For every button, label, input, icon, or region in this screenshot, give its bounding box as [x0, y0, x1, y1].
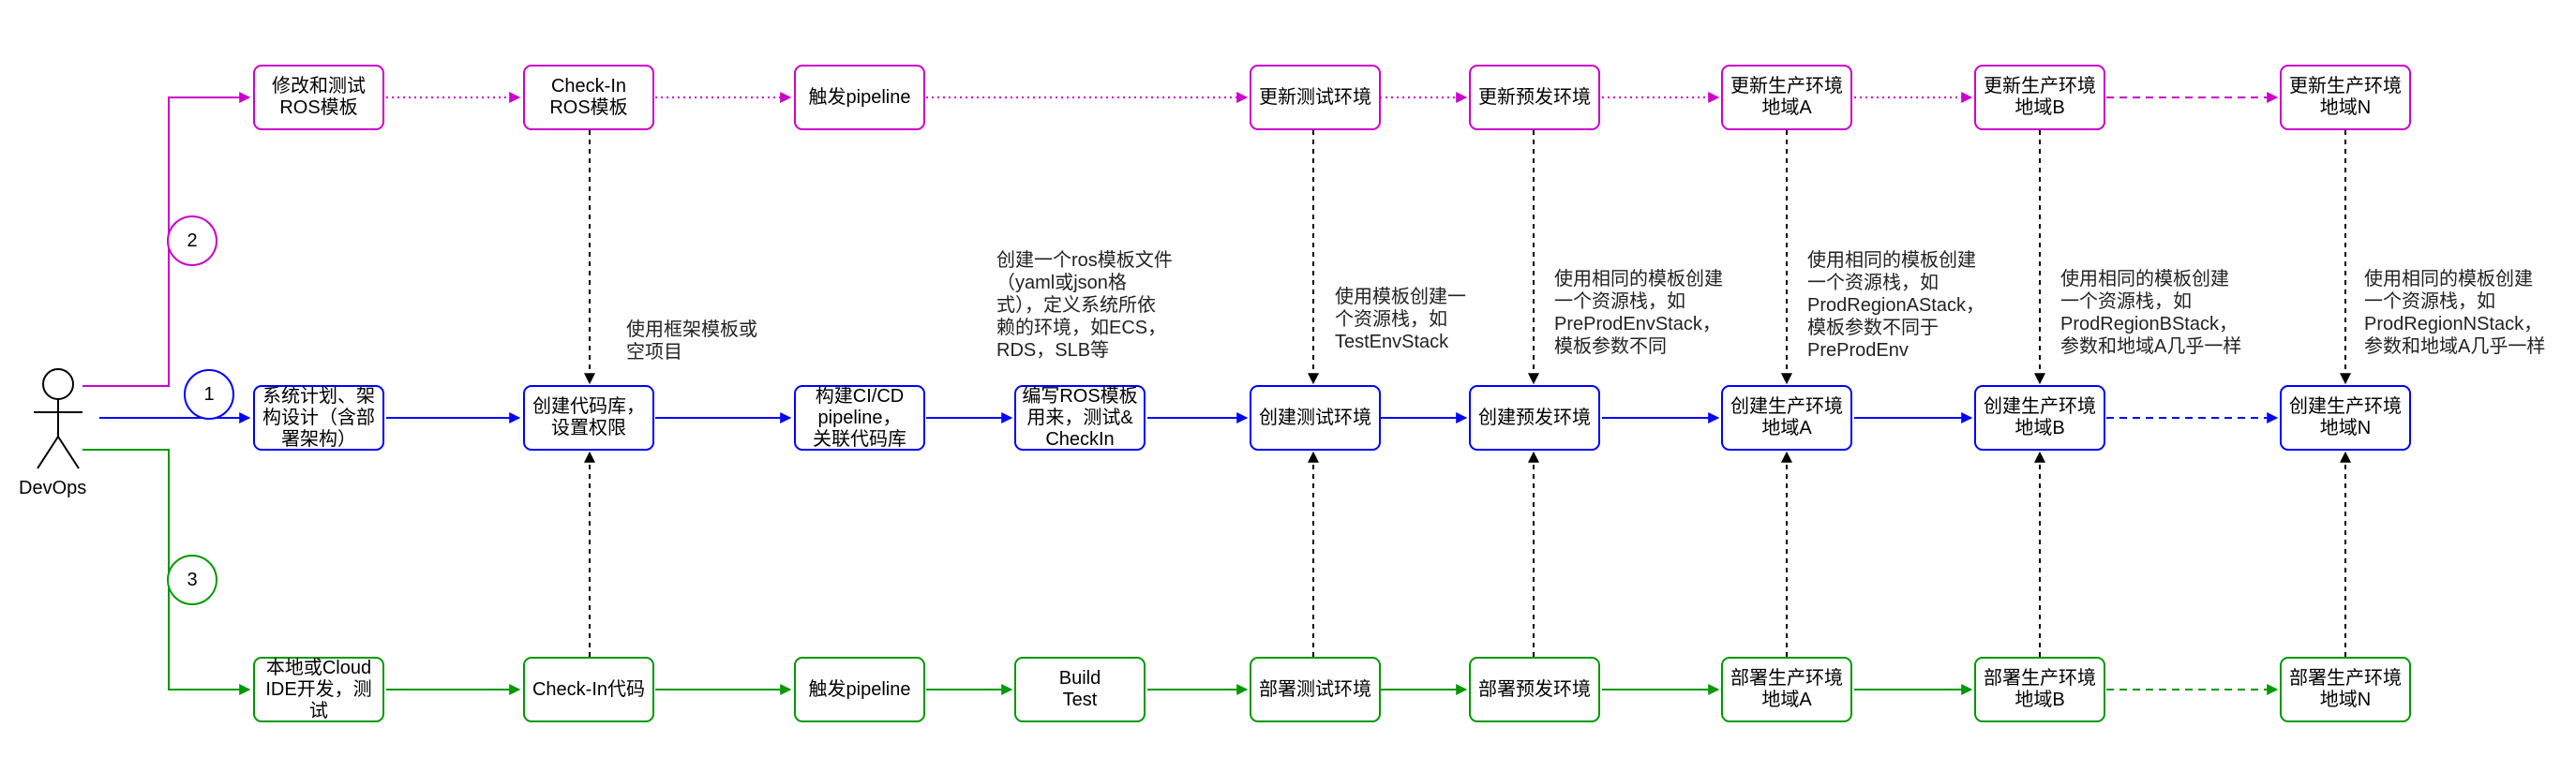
create-repo-node[interactable]: 创建代码库， 设置权限: [523, 385, 654, 451]
test-env-stack-note: 使用模板创建一 个资源栈，如 TestEnvStack: [1335, 287, 1466, 352]
repo-template-note: 使用框架模板或 空项目: [626, 319, 757, 363]
green-trigger-pipeline-node[interactable]: 触发pipeline: [794, 657, 925, 722]
system-plan-node[interactable]: 系统计划、架 构设计（含部 署架构）: [253, 385, 384, 451]
create-test-env-node[interactable]: 创建测试环境: [1250, 385, 1381, 451]
update-prod-region-b-node[interactable]: 更新生产环境 地域B: [1974, 65, 2105, 130]
deploy-prod-region-b-node[interactable]: 部署生产环境 地域B: [1974, 657, 2105, 722]
deploy-preprod-env-node[interactable]: 部署预发环境: [1469, 657, 1600, 722]
prod-region-b-stack-note: 使用相同的模板创建 一个资源栈，如 ProdRegionBStack， 参数和地…: [2060, 269, 2242, 357]
stick-figure-icon: [34, 368, 82, 469]
actor-to-green-connector: [82, 449, 251, 695]
step-badge-3: 3: [167, 555, 217, 605]
actor-to-magenta-connector: [82, 92, 251, 387]
update-prod-region-n-node[interactable]: 更新生产环境 地域N: [2280, 65, 2411, 130]
build-cicd-pipeline-node[interactable]: 构建CI/CD pipeline， 关联代码库: [794, 385, 925, 451]
checkin-ros-template-node[interactable]: Check-In ROS模板: [523, 65, 654, 130]
create-prod-region-b-node[interactable]: 创建生产环境 地域B: [1974, 385, 2105, 451]
edit-test-ros-template-node[interactable]: 修改和测试 ROS模板: [253, 65, 384, 130]
deploy-test-env-node[interactable]: 部署测试环境: [1250, 657, 1381, 722]
step-badge-1: 1: [184, 369, 234, 420]
update-preprod-env-node[interactable]: 更新预发环境: [1469, 65, 1600, 130]
prod-region-n-stack-note: 使用相同的模板创建 一个资源栈，如 ProdRegionNStack， 参数和地…: [2364, 269, 2546, 357]
create-preprod-env-node[interactable]: 创建预发环境: [1469, 385, 1600, 451]
write-ros-template-node[interactable]: 编写ROS模板 用来，测试& CheckIn: [1014, 385, 1146, 451]
create-prod-region-a-node[interactable]: 创建生产环境 地域A: [1721, 385, 1852, 451]
magenta-trigger-pipeline-node[interactable]: 触发pipeline: [794, 65, 925, 130]
update-prod-region-a-node[interactable]: 更新生产环境 地域A: [1721, 65, 1852, 130]
deploy-prod-region-n-node[interactable]: 部署生产环境 地域N: [2280, 657, 2411, 722]
update-test-env-node[interactable]: 更新测试环境: [1250, 65, 1381, 130]
ros-template-note: 创建一个ros模板文件 （yaml或json格 式），定义系统所依 赖的环境，如…: [996, 250, 1173, 361]
step-badge-2: 2: [167, 215, 217, 266]
checkin-code-node[interactable]: Check-In代码: [523, 657, 654, 722]
local-cloud-ide-dev-node[interactable]: 本地或Cloud IDE开发，测 试: [253, 657, 384, 722]
prod-region-a-stack-note: 使用相同的模板创建 一个资源栈，如 ProdRegionAStack， 模板参数…: [1807, 250, 1984, 361]
create-prod-region-n-node[interactable]: 创建生产环境 地域N: [2280, 385, 2411, 451]
preprod-env-stack-note: 使用相同的模板创建 一个资源栈，如 PreProdEnvStack， 模板参数不…: [1554, 269, 1723, 357]
deploy-prod-region-a-node[interactable]: 部署生产环境 地域A: [1721, 657, 1852, 722]
build-test-node[interactable]: Build Test: [1014, 657, 1146, 722]
actor-label: DevOps: [19, 478, 87, 498]
vertical-dependency-connectors: [584, 130, 2351, 657]
